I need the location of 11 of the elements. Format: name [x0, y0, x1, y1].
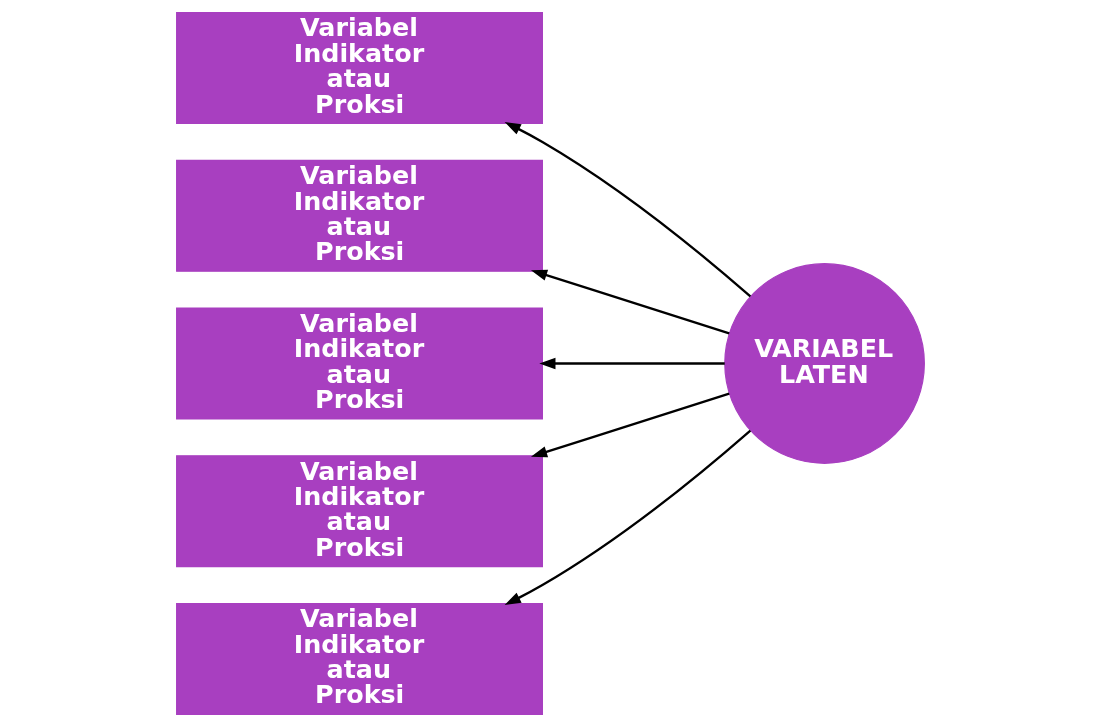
node-circle: VARIABEL LATEN: [724, 263, 925, 464]
arrow: [504, 429, 752, 605]
node-box: Variabel Indikator atau Proksi: [176, 159, 543, 272]
arrow: [504, 122, 752, 298]
node-box: Variabel Indikator atau Proksi: [176, 307, 543, 420]
arrow: [530, 269, 730, 335]
node-box: Variabel Indikator atau Proksi: [176, 12, 543, 125]
node-box: Variabel Indikator atau Proksi: [176, 455, 543, 568]
node-box: Variabel Indikator atau Proksi: [176, 602, 543, 715]
arrow: [539, 357, 725, 370]
arrow: [530, 392, 730, 458]
